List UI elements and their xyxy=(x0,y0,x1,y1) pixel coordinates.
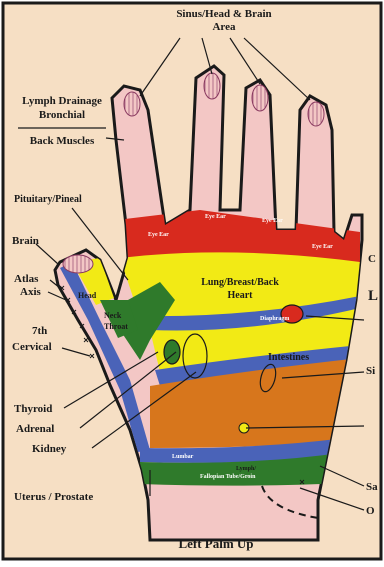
lymph-label-line3: Back Muscles xyxy=(30,135,95,147)
uterus-label: Uterus / Prostate xyxy=(14,491,93,503)
index-nail xyxy=(124,92,140,116)
adrenal-label: Adrenal xyxy=(16,423,54,435)
cutoff-label-l: L xyxy=(368,288,378,304)
neck-label-line2: Throat xyxy=(104,322,128,331)
kidney-label: Kidney xyxy=(32,443,67,455)
ring-nail xyxy=(252,85,268,111)
atlas-label: Atlas xyxy=(14,273,39,285)
cutoff-label-o: O xyxy=(366,505,375,517)
lumbar-label: Lumbar xyxy=(172,454,194,460)
footer-title: Left Palm Up xyxy=(178,536,253,551)
pituitary-label: Pituitary/Pineal xyxy=(14,194,82,205)
thyroid-label: Thyroid xyxy=(14,403,52,415)
pinky-nail xyxy=(308,102,324,126)
cervical-label: Cervical xyxy=(12,341,52,353)
eye-ear-label-2: Eye Ear xyxy=(205,214,226,220)
axis-label: Axis xyxy=(20,286,42,298)
brain-label: Brain xyxy=(12,235,39,247)
eye-ear-label-1: Eye Ear xyxy=(148,232,169,238)
thumb-nail xyxy=(63,255,93,273)
intestines-label: Intestines xyxy=(268,352,309,363)
middle-nail xyxy=(204,73,220,99)
lung-label-line1: Lung/Breast/Back xyxy=(201,277,279,288)
seventh-label: 7th xyxy=(32,325,47,337)
adrenal-organ xyxy=(164,340,180,364)
eye-ear-label-4: Eye Ear xyxy=(312,244,333,250)
lymph-label-line2: Bronchial xyxy=(39,109,85,121)
lymph-bottom-label: Lymph/ xyxy=(236,466,256,472)
head-zone-label: Head xyxy=(78,291,97,300)
lung-label-line2: Heart xyxy=(228,290,254,301)
neck-label-line1: Neck xyxy=(104,311,122,320)
diaphragm-label: Diaphragm xyxy=(260,316,289,322)
sinus-label-line2: Area xyxy=(212,21,236,33)
eye-ear-label-3: Eye Ear xyxy=(262,218,283,224)
cutoff-label-c: C xyxy=(368,253,376,265)
sinus-label-line1: Sinus/Head & Brain xyxy=(176,8,271,20)
lymph-label-line1: Lymph Drainage xyxy=(22,95,102,107)
cutoff-label-sig: Si xyxy=(366,365,375,377)
cutoff-label-sa: Sa xyxy=(366,481,378,493)
fallopian-label: Fallopian Tube/Groin xyxy=(200,474,256,480)
